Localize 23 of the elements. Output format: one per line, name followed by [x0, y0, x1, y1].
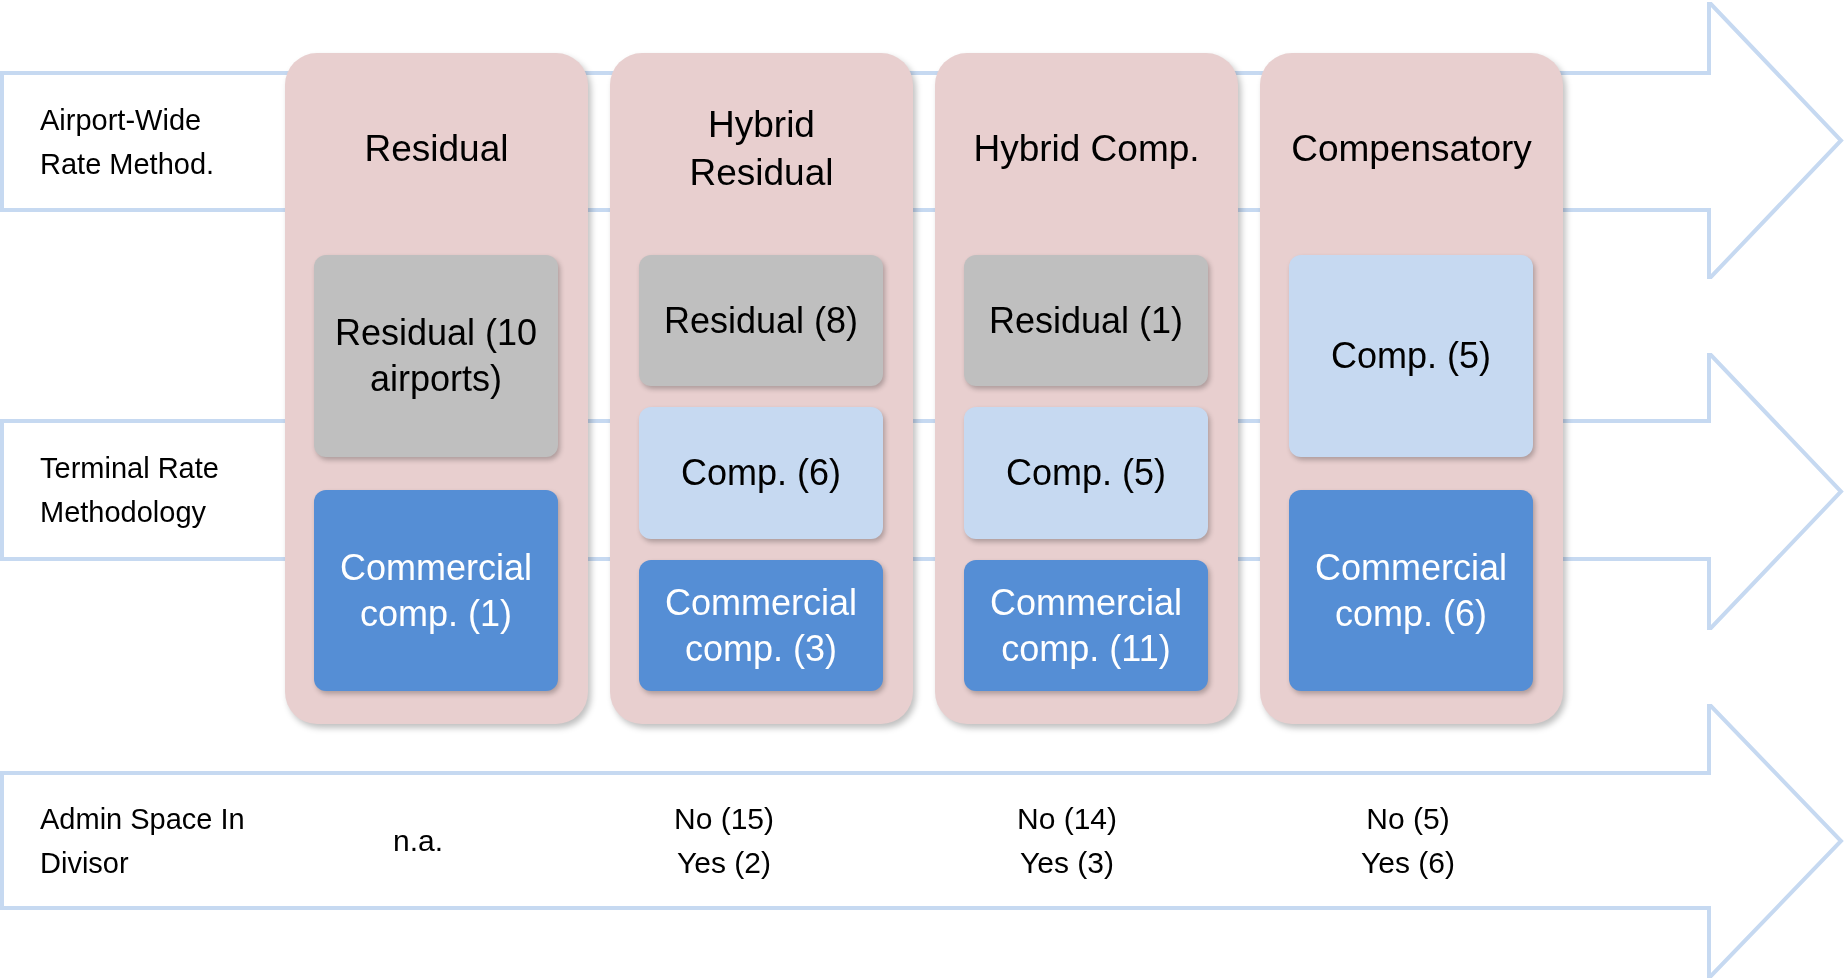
cell-text: No (14) Yes (3) [1015, 800, 1118, 881]
category-box: Commercial comp. (11) [964, 560, 1208, 691]
row-label: Airport-Wide Rate Method. [40, 102, 216, 182]
category-box: Commercial comp. (3) [639, 560, 883, 691]
category-box: Comp. (5) [1289, 255, 1533, 457]
category-box: Residual (8) [639, 255, 883, 386]
column-heading: Residual [363, 127, 510, 171]
category-box: Comp. (5) [964, 407, 1208, 539]
category-box: Residual (10 airports) [314, 255, 558, 457]
cell-text: n.a. [391, 822, 444, 859]
category-box: Commercial comp. (6) [1289, 490, 1533, 691]
row-label: Admin Space In Divisor [40, 801, 246, 881]
cell-text: No (5) Yes (6) [1360, 800, 1456, 881]
column-heading: Hybrid Comp. [972, 127, 1201, 171]
category-box: Commercial comp. (1) [314, 490, 558, 691]
category-box: Comp. (6) [639, 407, 883, 539]
cell-text: No (15) Yes (2) [672, 800, 775, 881]
column-heading: Hybrid Residual [688, 103, 835, 195]
column-heading: Compensatory [1290, 127, 1533, 171]
column-panel [1260, 53, 1563, 724]
column-panel [285, 53, 588, 724]
row-label: Terminal Rate Methodology [40, 451, 220, 530]
category-box: Residual (1) [964, 255, 1208, 386]
